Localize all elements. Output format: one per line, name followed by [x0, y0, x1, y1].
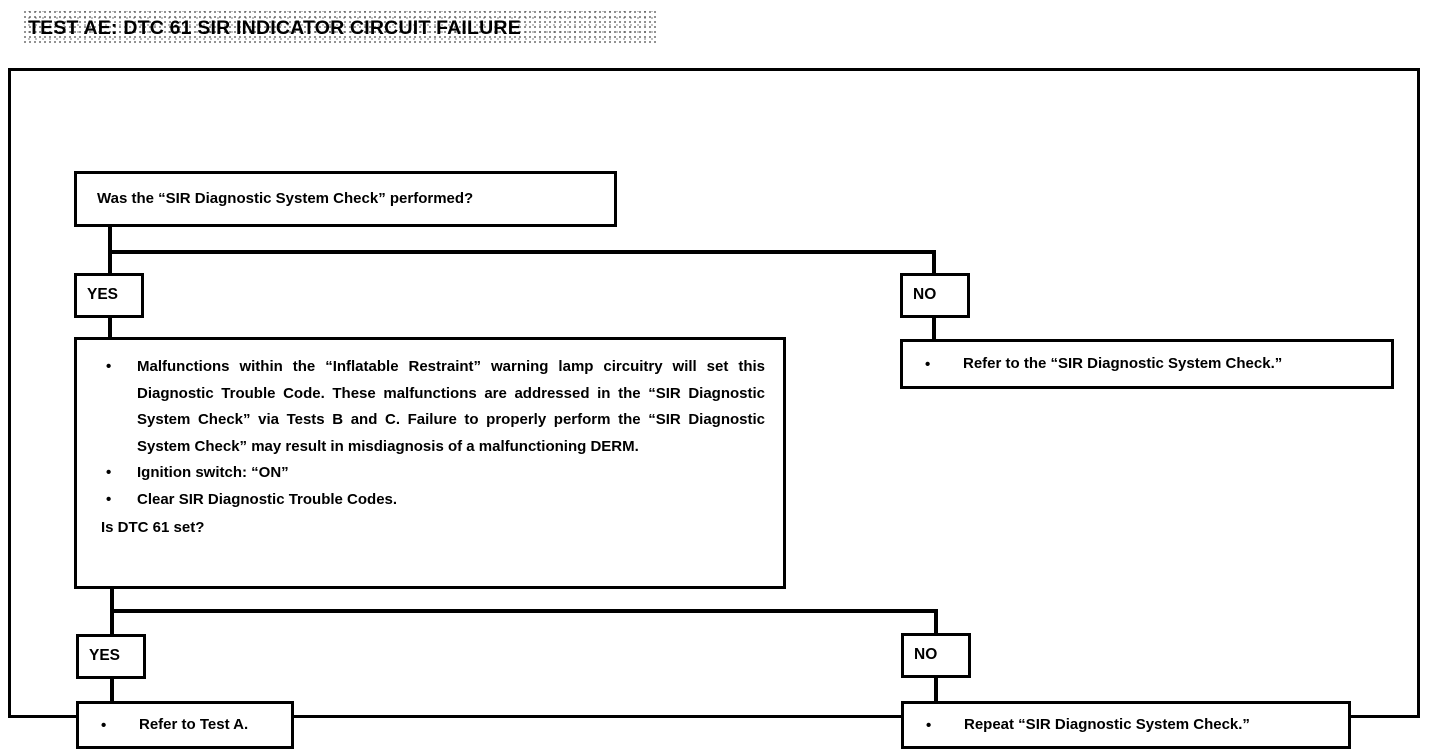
branch-label-yes-2-text: YES [89, 647, 121, 665]
page-title-text: TEST AE: DTC 61 SIR INDICATOR CIRCUIT FA… [28, 16, 521, 39]
branch-label-yes-1: YES [74, 273, 144, 318]
connector-no2-to-repeat [934, 676, 938, 703]
connector-yes2-to-test-a [110, 676, 114, 703]
branch-label-no-1-text: NO [913, 286, 937, 304]
action-box-refer-test-a: • Refer to Test A. [76, 701, 294, 749]
action-box-refer-check: • Refer to the “SIR Diagnostic System Ch… [900, 339, 1394, 389]
branch-label-yes-2: YES [76, 634, 146, 679]
bullet-icon: • [925, 355, 931, 373]
connector-no1-to-refer-check [932, 316, 936, 341]
bullet-item: Ignition switch: “ON” [91, 460, 765, 487]
action-box-repeat-check-text: Repeat “SIR Diagnostic System Check.” [964, 716, 1250, 734]
title-highlight-band [24, 11, 656, 45]
connector-main-to-no2 [934, 609, 938, 635]
branch-label-no-2: NO [901, 633, 971, 678]
main-instruction-question: Is DTC 61 set? [101, 519, 205, 537]
main-instruction-bullets: Malfunctions within the “Inflatable Rest… [91, 354, 765, 513]
connector-q1-to-no [932, 250, 936, 275]
question-box-1: Was the “SIR Diagnostic System Check” pe… [74, 171, 617, 227]
branch-label-no-2-text: NO [914, 646, 938, 664]
connector-yes1-to-main [108, 316, 112, 339]
page-title: TEST AE: DTC 61 SIR INDICATOR CIRCUIT FA… [24, 11, 656, 45]
bullet-item: Malfunctions within the “Inflatable Rest… [91, 354, 765, 460]
bullet-icon: • [926, 716, 932, 734]
branch-label-yes-1-text: YES [87, 286, 119, 304]
bullet-item: Clear SIR Diagnostic Trouble Codes. [91, 487, 765, 514]
action-box-refer-check-text: Refer to the “SIR Diagnostic System Chec… [963, 355, 1283, 373]
question-box-1-text: Was the “SIR Diagnostic System Check” pe… [97, 190, 474, 208]
connector-q1-across [108, 250, 936, 254]
flowchart-frame: Was the “SIR Diagnostic System Check” pe… [8, 68, 1420, 749]
main-instruction-box: Malfunctions within the “Inflatable Rest… [74, 337, 786, 589]
action-box-repeat-check: • Repeat “SIR Diagnostic System Check.” [901, 701, 1351, 749]
branch-label-no-1: NO [900, 273, 970, 318]
bullet-icon: • [101, 716, 107, 734]
connector-main-across [110, 609, 938, 613]
action-box-refer-test-a-text: Refer to Test A. [139, 716, 249, 734]
